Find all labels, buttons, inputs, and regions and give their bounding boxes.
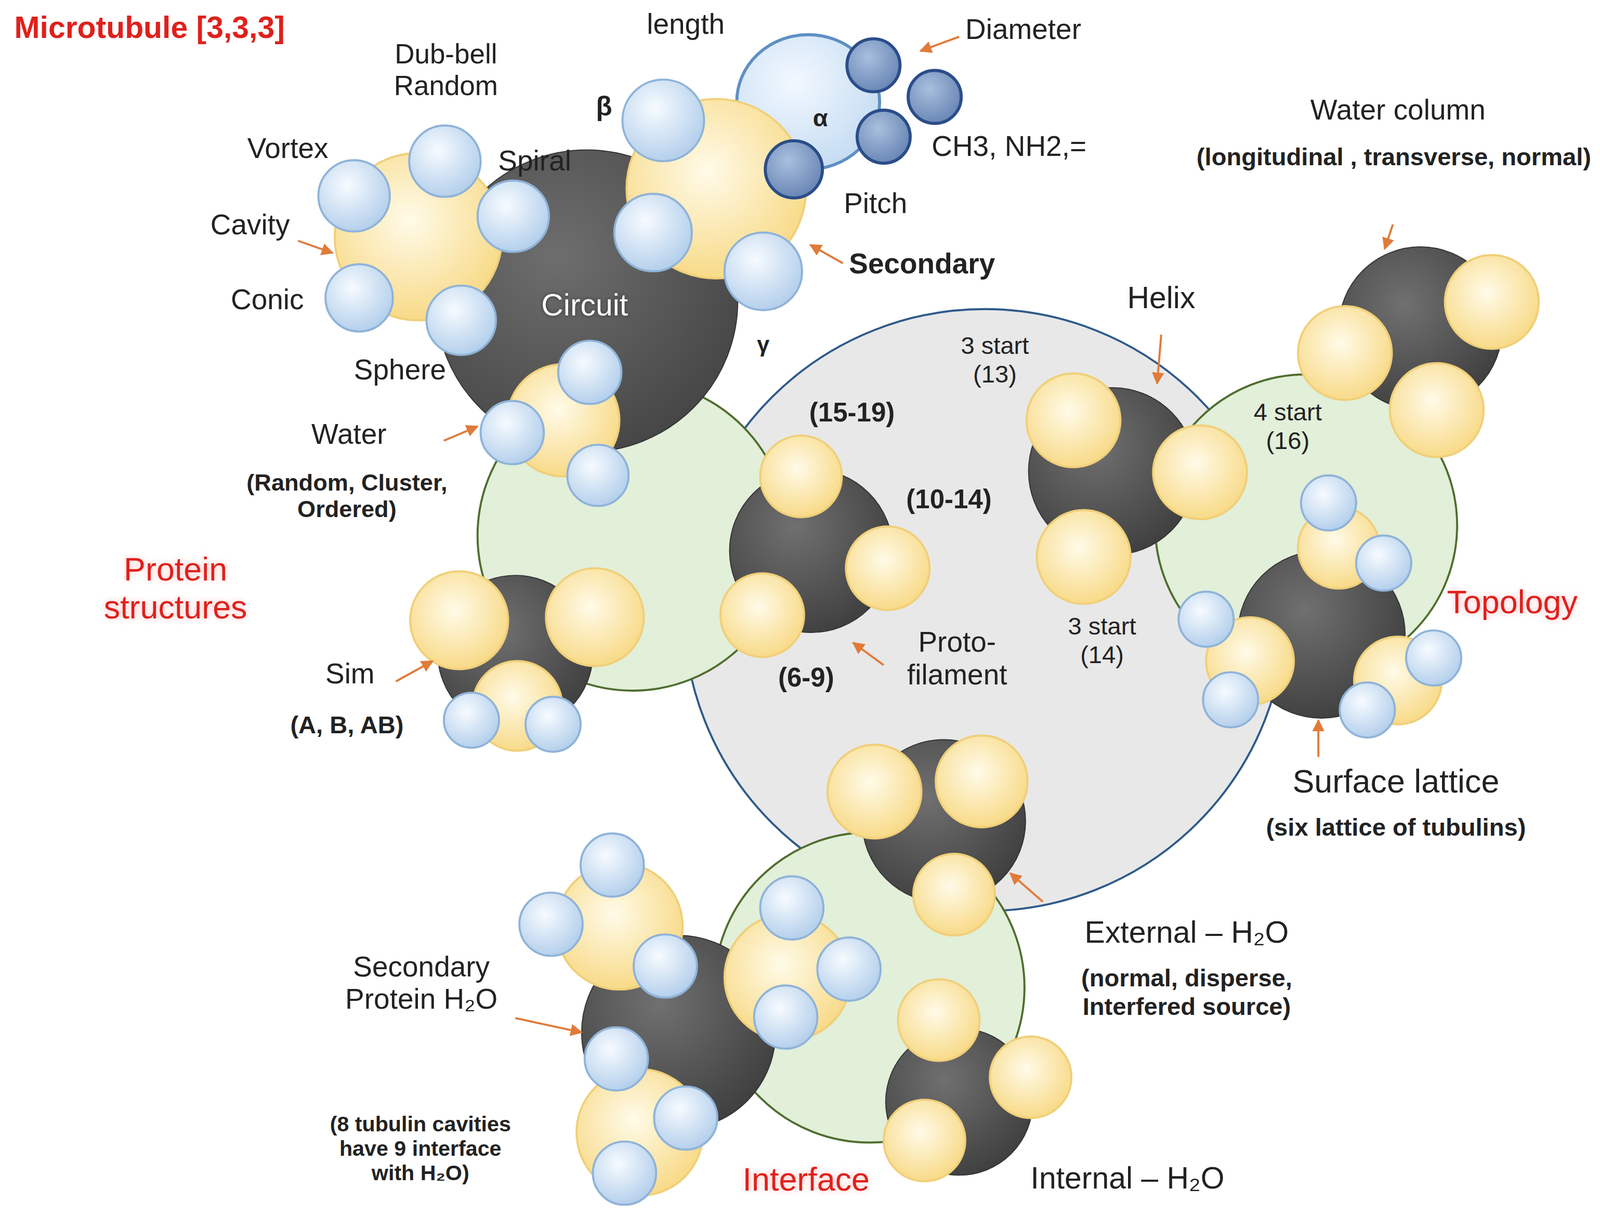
callout-label: (15-19) xyxy=(809,398,896,429)
callout-label: γ xyxy=(756,331,770,358)
callout-label: 3 start (13) xyxy=(946,331,1044,388)
callout-label: Helix xyxy=(1126,280,1196,317)
callout-label: Topology xyxy=(1446,583,1578,622)
callout-label: (Random, Cluster, Ordered) xyxy=(208,469,485,524)
callout-label: Diameter xyxy=(965,13,1082,47)
callout-label: (10-14) xyxy=(906,484,992,516)
node-label: Circuit xyxy=(541,287,628,323)
diagram-title: Microtubule [3,3,3] xyxy=(14,10,285,46)
callout-label: (8 tubulin cavities have 9 interface wit… xyxy=(316,1112,526,1187)
callout-label: Vortex xyxy=(247,132,329,166)
callout-label: Cavity xyxy=(210,208,291,242)
callout-label: Spiral xyxy=(497,145,572,178)
node-text-holder: α xyxy=(734,32,882,172)
callout-label: Sphere xyxy=(353,353,447,387)
callout-label: Dub-bell Random xyxy=(369,38,523,103)
callout-label: Water xyxy=(311,418,387,452)
callout-label: 4 start (16) xyxy=(1239,398,1336,455)
callout-label: Pitch xyxy=(843,187,908,221)
circuit-circle: Circuit xyxy=(433,148,740,455)
callout-label: 3 start (14) xyxy=(1053,612,1151,669)
callout-label: Internal – H₂O xyxy=(1030,1161,1225,1197)
callout-label: Proto- filament xyxy=(885,626,1029,692)
callout-label: β xyxy=(596,92,613,123)
callout-label: (A, B, AB) xyxy=(290,711,404,740)
callout-label: Secondary xyxy=(848,247,995,281)
callout-label: (normal, disperse, Interfered source) xyxy=(1033,964,1341,1021)
callout-label: Water column xyxy=(1310,94,1486,127)
callout-label: Sim xyxy=(325,658,375,691)
tubulin-circle: α xyxy=(734,32,882,172)
callout-label: Secondary Protein H₂O xyxy=(334,951,509,1017)
callout-label: (6-9) xyxy=(778,663,835,694)
node-text-holder: Circuit xyxy=(433,148,740,455)
callout-label: length xyxy=(646,8,725,42)
callout-label: Protein structures xyxy=(73,551,278,626)
callout-label: (six lattice of tubulins) xyxy=(1265,813,1526,842)
callout-label: Surface lattice xyxy=(1292,763,1500,801)
callout-label: CH3, NH2,= xyxy=(931,130,1087,164)
callout-label: (longitudinal , transverse, normal) xyxy=(1195,142,1594,172)
callout-label: Interface xyxy=(742,1161,870,1199)
node-label: α xyxy=(812,103,829,133)
callout-label: Conic xyxy=(230,283,305,317)
callout-label: External – H₂O xyxy=(1084,915,1290,951)
